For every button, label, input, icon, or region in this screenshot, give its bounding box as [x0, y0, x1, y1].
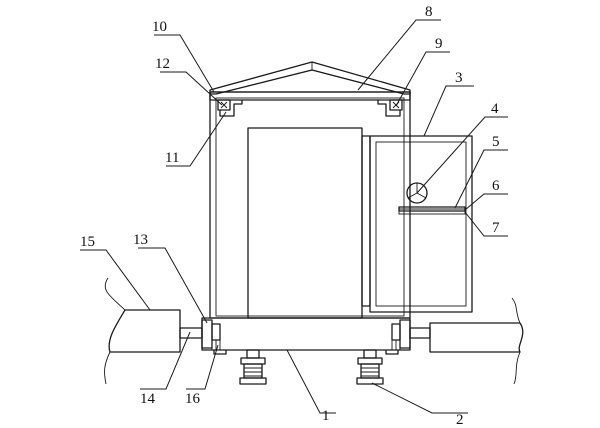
support-foot-right — [356, 349, 384, 385]
side-box — [369, 135, 473, 313]
support-foot-left — [239, 349, 267, 385]
label-11: 11 — [165, 150, 179, 166]
label-4: 4 — [491, 101, 499, 117]
label-3: 3 — [455, 70, 463, 86]
label-7: 7 — [492, 220, 500, 236]
fan-icon — [406, 182, 428, 204]
label-16: 16 — [185, 391, 201, 407]
label-9: 9 — [435, 36, 443, 52]
base-frame — [201, 317, 411, 355]
label-10: 10 — [152, 19, 167, 35]
connecting-rod-right — [409, 327, 431, 339]
label-1: 1 — [322, 408, 330, 424]
ground-left — [104, 277, 181, 385]
label-5: 5 — [492, 134, 500, 150]
connecting-rod-left — [179, 327, 203, 339]
label-8: 8 — [425, 4, 433, 20]
label-15: 15 — [80, 234, 95, 250]
cabinet-body — [209, 91, 411, 319]
ground-right — [429, 297, 524, 385]
leader-lines — [80, 19, 508, 414]
label-13: 13 — [133, 232, 148, 248]
label-12: 12 — [155, 56, 170, 72]
label-6: 6 — [492, 178, 500, 194]
slide-rail-left — [217, 99, 243, 117]
label-14: 14 — [140, 391, 156, 407]
label-2: 2 — [456, 412, 464, 428]
roof — [209, 61, 411, 101]
